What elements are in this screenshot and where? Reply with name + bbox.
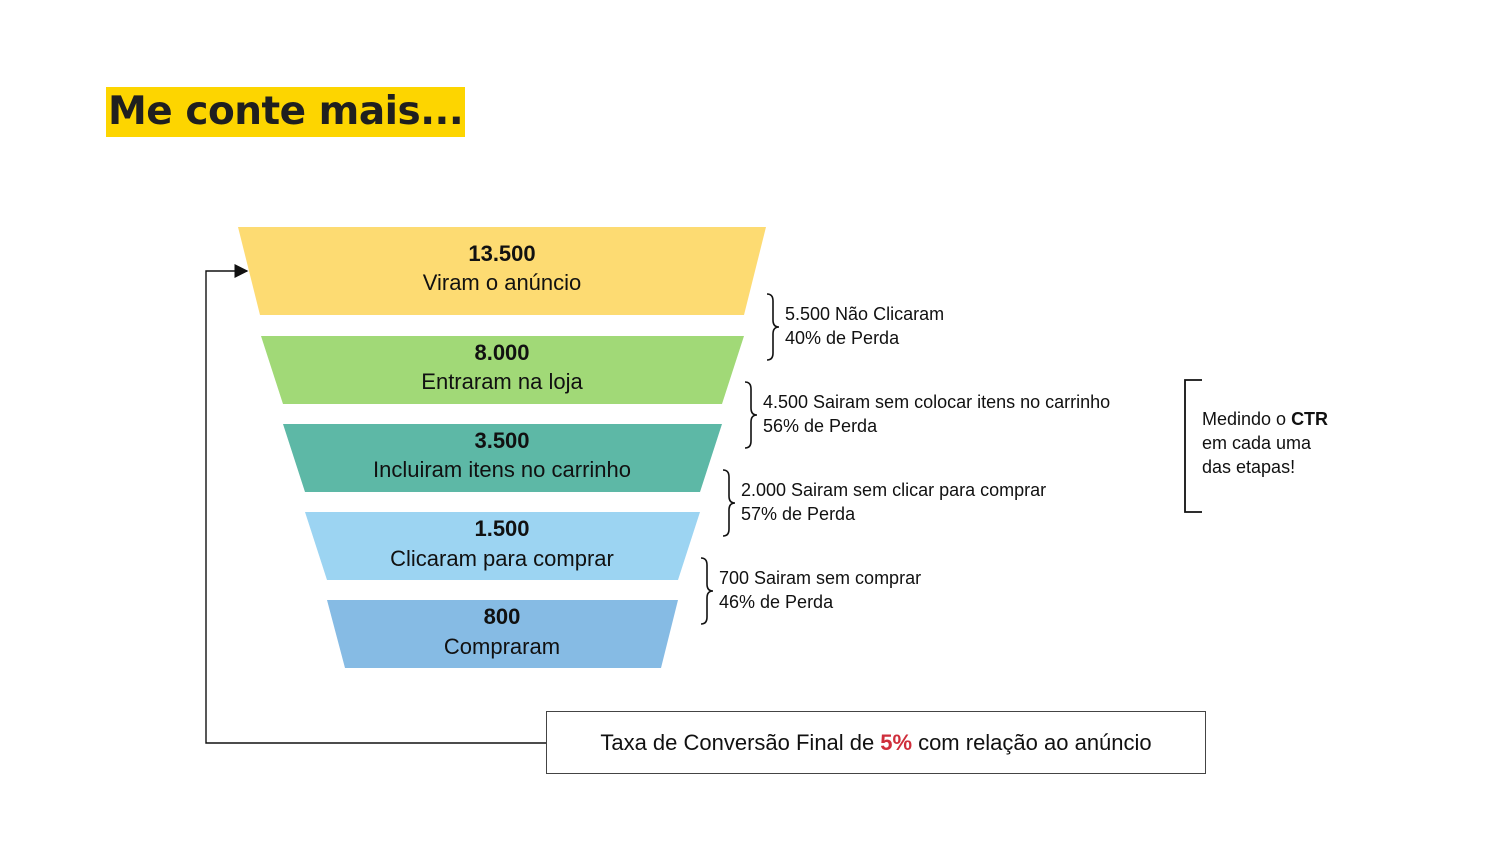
ctr-note-line3: das etapas!: [1202, 457, 1295, 477]
ctr-note: Medindo o CTR em cada uma das etapas!: [1184, 379, 1328, 513]
conversion-rate-box: Taxa de Conversão Final de 5% com relaçã…: [546, 711, 1206, 774]
funnel-stage: 800 Compraram: [327, 600, 678, 668]
conversion-rate-value: 5%: [880, 729, 913, 755]
funnel-stage-shape: [283, 424, 722, 492]
page-title: Me conte mais...: [106, 87, 466, 137]
loss-annotation: 5.500 Não Clicaram 40% de Perda: [766, 293, 944, 361]
funnel-stage: 3.500 Incluiram itens no carrinho: [283, 424, 722, 492]
funnel-stage-value: 8.000: [474, 340, 529, 365]
funnel-stage: 1.500 Clicaram para comprar: [305, 512, 700, 580]
loss-percent: 46% de Perda: [719, 592, 834, 612]
funnel-stage-label: Clicaram para comprar: [390, 546, 614, 571]
curly-brace-icon: [766, 293, 780, 361]
funnel-stage-shape: [261, 336, 744, 404]
funnel-stage-shape: [305, 512, 700, 580]
curly-brace-icon: [700, 557, 714, 625]
ctr-note-prefix: Medindo o: [1202, 409, 1291, 429]
ctr-note-line1: Medindo o CTR: [1202, 409, 1328, 429]
conversion-suffix: com relação ao anúncio: [918, 729, 1152, 755]
funnel-stage: 13.500 Viram o anúncio: [238, 227, 766, 315]
funnel-stage-value: 13.500: [468, 241, 535, 266]
funnel-stage-label: Incluiram itens no carrinho: [373, 457, 631, 482]
loss-annotation: 2.000 Sairam sem clicar para comprar 57%…: [722, 469, 1046, 537]
square-bracket-icon: [1184, 379, 1202, 513]
curly-brace-icon: [722, 469, 736, 537]
loss-count: 5.500 Não Clicaram: [785, 304, 944, 324]
ctr-note-line2: em cada uma: [1202, 433, 1312, 453]
loss-annotation: 4.500 Sairam sem colocar itens no carrin…: [744, 381, 1110, 449]
loss-count: 700 Sairam sem comprar: [719, 568, 921, 588]
funnel-stage-shape: [327, 600, 678, 668]
loss-annotation: 700 Sairam sem comprar 46% de Perda: [700, 557, 921, 625]
loss-count: 2.000 Sairam sem clicar para comprar: [741, 480, 1046, 500]
funnel-stage-shape: [238, 227, 766, 315]
loss-percent: 56% de Perda: [763, 416, 878, 436]
funnel-stage-label: Compraram: [444, 634, 560, 659]
feedback-arrow: [205, 264, 546, 744]
funnel-stage: 8.000 Entraram na loja: [261, 336, 744, 404]
funnel-stage-value: 3.500: [474, 428, 529, 453]
loss-percent: 40% de Perda: [785, 328, 900, 348]
funnel-stage-label: Entraram na loja: [421, 369, 583, 394]
funnel-stage-label: Viram o anúncio: [423, 270, 582, 295]
conversion-prefix: Taxa de Conversão Final de: [600, 729, 875, 755]
curly-brace-icon: [744, 381, 758, 449]
funnel-stage-value: 800: [484, 604, 521, 629]
funnel-stage-value: 1.500: [474, 516, 529, 541]
loss-percent: 57% de Perda: [741, 504, 856, 524]
loss-count: 4.500 Sairam sem colocar itens no carrin…: [763, 392, 1110, 412]
ctr-note-keyword: CTR: [1291, 409, 1328, 429]
